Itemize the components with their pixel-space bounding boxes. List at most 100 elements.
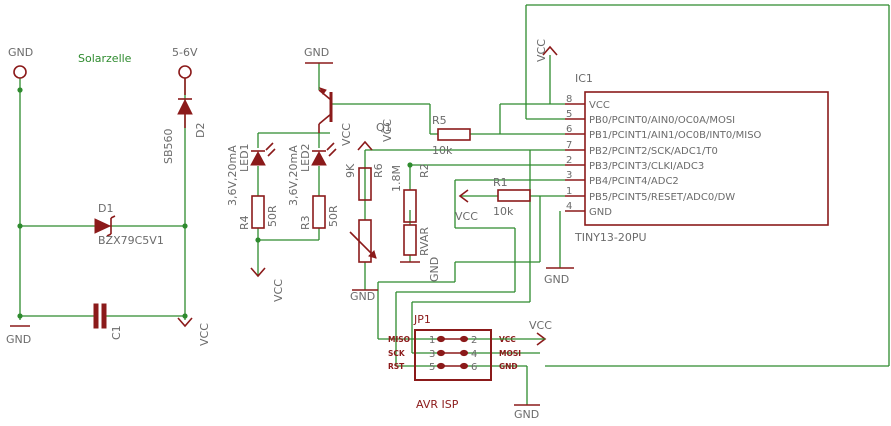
d1-value: BZX79C5V1	[98, 234, 164, 247]
q1-name: Q1	[376, 121, 392, 134]
resistor-r4: R4 50R	[238, 195, 279, 230]
ic1-pin-name: PB3/PCINT3/CLKI/ADC3	[589, 161, 704, 172]
r2-name: R2	[418, 163, 431, 178]
jp1-title: AVR ISP	[416, 398, 459, 411]
vcc-ic-label: VCC	[535, 39, 548, 62]
led1: 3,6V,20mA LED1	[226, 142, 276, 206]
vcc-isp-label: VCC	[529, 319, 552, 332]
capacitor-c1: C1	[93, 303, 123, 340]
transistor-q1: GND VCC Q1	[304, 46, 392, 146]
ic1-pin-number: 3	[566, 170, 572, 181]
ic1-pin-name: PB1/PCINT1/AIN1/OC0B/INT0/MISO	[589, 130, 762, 141]
jp1-pad	[437, 349, 445, 357]
r5-name: R5	[432, 114, 447, 127]
vcc-q1-label: VCC	[340, 123, 353, 146]
r3-name: R3	[299, 215, 312, 230]
jp1-right-number: 2	[471, 335, 477, 346]
terminal-gnd-label: GND	[8, 46, 33, 59]
led2-value: 3,6V,20mA	[287, 145, 300, 206]
led1-value: 3,6V,20mA	[226, 145, 239, 206]
ic1-pin-name: PB5/PCINT5/RESET/ADC0/DW	[589, 192, 735, 203]
potentiometer: GND	[349, 219, 378, 303]
vcc-symbol-bottom-left: VCC	[177, 317, 211, 346]
ic1-part: TINY13-20PU	[574, 231, 647, 244]
rvar-label: RVAR	[418, 227, 431, 256]
jp1-right-number: 4	[471, 349, 477, 360]
terminal-supply: 5-6V	[172, 46, 198, 79]
ic1-pin-name: PB2/PCINT2/SCK/ADC1/T0	[589, 146, 718, 157]
d1-name: D1	[98, 202, 113, 215]
jp1-left-signal: SCK	[388, 349, 406, 358]
vcc-r1-label: VCC	[455, 210, 478, 223]
ic1-pin-number: 6	[566, 124, 572, 135]
ic1-pin-name: GND	[589, 207, 612, 218]
r6-name: R6	[372, 163, 385, 178]
ic1-pin-number: 1	[566, 186, 572, 197]
vcc-symbol-r1: VCC	[455, 189, 478, 223]
gnd-q1-label: GND	[304, 46, 329, 59]
wires	[19, 4, 890, 405]
resistor-r1: R1 10k	[493, 176, 531, 218]
c1-name: C1	[110, 325, 123, 340]
resistor-rvar: RVAR GND	[400, 224, 441, 282]
r4-value: 50R	[266, 205, 279, 227]
gnd-left-label: GND	[6, 333, 31, 346]
ic1-pin-name: VCC	[589, 100, 610, 111]
jp1-pad	[437, 362, 445, 370]
r3-value: 50R	[327, 205, 340, 227]
gnd-symbol-left: GND	[6, 325, 31, 346]
gnd-pot-label: GND	[350, 290, 375, 303]
jp1-pad	[460, 335, 468, 343]
r2-value: 1.8M	[390, 165, 403, 192]
vcc-symbols-mid: VCC	[357, 119, 394, 151]
jp1-right-number: 6	[471, 362, 477, 373]
r1-name: R1	[493, 176, 508, 189]
vcc-leds-label: VCC	[272, 279, 285, 302]
diode-d1: D1 BZX79C5V1	[94, 202, 164, 247]
r5-value: 10k	[432, 144, 453, 157]
resistor-r3: R3 50R	[299, 195, 340, 230]
jp1-left-number: 1	[429, 335, 435, 346]
jp1-left-number: 3	[429, 349, 435, 360]
r1-value: 10k	[493, 205, 514, 218]
ic1-name: IC1	[575, 72, 593, 85]
resistor-r5: R5 10k	[432, 114, 471, 157]
ic1-pins: 8VCC5PB0/PCINT0/AIN0/OC0A/MOSI6PB1/PCINT…	[565, 94, 762, 218]
vcc-bottom-left-label: VCC	[198, 323, 211, 346]
d2-value: SB560	[162, 128, 175, 164]
vcc-mid-label: VCC	[381, 119, 394, 142]
resistor-r2: 1.8M R2	[390, 163, 431, 223]
terminal-gnd: GND	[8, 46, 33, 79]
r6-value: 9K	[344, 163, 357, 178]
jp1-pad	[460, 362, 468, 370]
ic1-pin-number: 4	[566, 201, 572, 212]
led1-name: LED1	[238, 143, 251, 172]
gnd-symbol-ic: GND	[544, 267, 574, 286]
gnd-rvar-label: GND	[428, 257, 441, 282]
diode-d2: SB560 D2	[162, 78, 207, 164]
gnd-isp-label: GND	[514, 408, 539, 421]
gnd-ic-label: GND	[544, 273, 569, 286]
jp1-left-signal: RST	[388, 362, 405, 371]
ic1-pin-number: 2	[566, 155, 572, 166]
vcc-symbol-ic: VCC	[535, 39, 558, 62]
ic1-pin-number: 5	[566, 109, 572, 120]
jp1-pad	[460, 349, 468, 357]
jp1-pad	[437, 335, 445, 343]
r4-name: R4	[238, 215, 251, 230]
terminal-supply-label: 5-6V	[172, 46, 198, 59]
jp1-right-signal: GND	[499, 362, 518, 371]
d2-name: D2	[194, 123, 207, 138]
